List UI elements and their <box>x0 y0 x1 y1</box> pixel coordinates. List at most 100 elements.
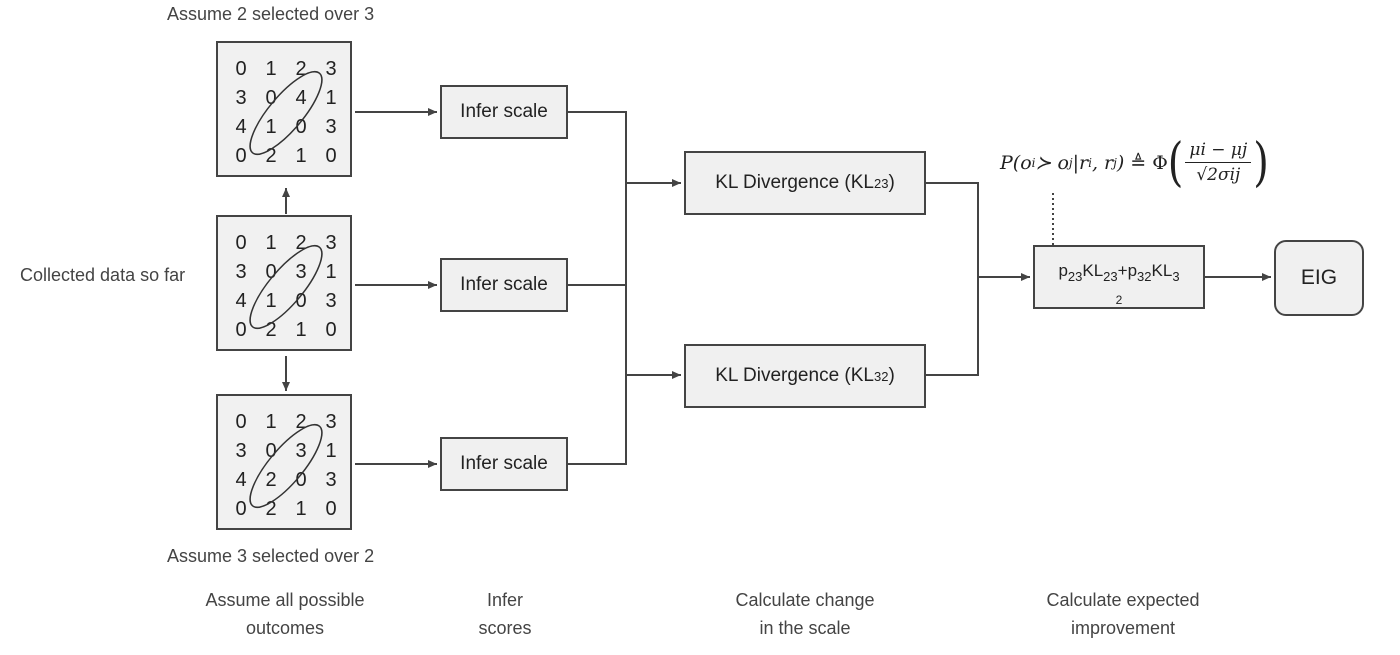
bottom-assumption-label: Assume 3 selected over 2 <box>167 546 375 566</box>
stage-1-caption-line2: outcomes <box>245 618 325 638</box>
matrix-cell: 4 <box>235 116 247 138</box>
sum-kl2: KL <box>1151 261 1173 280</box>
sum-plus: + <box>1117 261 1128 280</box>
matrix-cell: 0 <box>265 440 277 462</box>
matrix-cell: 0 <box>235 498 247 520</box>
matrix-cell: 1 <box>295 145 307 167</box>
matrix-cell: 0 <box>295 290 307 312</box>
formula-succ: ≻ o <box>1035 151 1069 174</box>
formula-numerator: μi − μj <box>1185 140 1252 163</box>
formula-sub-ri: i <box>1088 155 1092 170</box>
top-assumption-label: Assume 2 selected over 3 <box>167 4 375 24</box>
formula-close-paren: ) <box>1253 132 1269 193</box>
kl-prefix: KL Divergence (KL <box>715 172 874 193</box>
matrix-cell: 0 <box>235 232 247 254</box>
formula-denominator: √2σij <box>1196 165 1241 185</box>
matrix-cell: 0 <box>235 411 247 433</box>
sum-p23-sub: 23 <box>1067 269 1083 284</box>
matrix-cell: 3 <box>295 440 307 462</box>
matrix-cell: 0 <box>235 145 247 167</box>
kl-32-subscript: 32 <box>873 368 889 384</box>
matrix-cell: 0 <box>235 319 247 341</box>
matrix-cell: 3 <box>235 440 247 462</box>
matrix-cell: 0 <box>265 261 277 283</box>
matrix-cell: 3 <box>325 58 337 80</box>
matrix-cell: 3 <box>325 232 337 254</box>
matrix-cell: 3 <box>325 411 337 433</box>
matrix-cell: 3 <box>325 469 337 491</box>
formula-sub-rj: j <box>1113 155 1117 170</box>
matrix-cell: 4 <box>235 290 247 312</box>
matrix-cell: 0 <box>295 469 307 491</box>
sum-wrapped-subscript: 2 <box>1115 293 1123 307</box>
matrix-cell: 2 <box>265 469 277 491</box>
matrix-cell: 2 <box>295 58 307 80</box>
collected-data-label: Collected data so far <box>20 265 186 285</box>
formula-fraction: μi − μj √2σij <box>1185 140 1252 185</box>
matrix-cell: 2 <box>295 232 307 254</box>
kl-suffix: ) <box>888 365 895 386</box>
matrix-cell: 0 <box>325 319 337 341</box>
matrix-cell: 1 <box>295 498 307 520</box>
formula-close: ) <box>1116 151 1125 174</box>
formula-sub-i: i <box>1031 155 1036 170</box>
matrix-cell: 1 <box>265 232 277 254</box>
matrix-cell: 0 <box>295 116 307 138</box>
matrix-cell: 2 <box>265 319 277 341</box>
formula-rj: , r <box>1091 151 1114 174</box>
expected-sum-box: p23KL23+p32KL3 2 <box>1033 245 1205 309</box>
infer-scale-box-bottom: Infer scale <box>440 437 568 491</box>
matrix-cell: 0 <box>325 498 337 520</box>
formula-defeq: ≜ <box>1130 151 1147 174</box>
formula-sub-j: j <box>1068 155 1073 170</box>
pair-highlight-ellipse <box>249 244 323 330</box>
matrix-cell: 2 <box>265 145 277 167</box>
matrix-cell: 3 <box>295 261 307 283</box>
matrix-cell: 3 <box>325 290 337 312</box>
pair-highlight-ellipse <box>249 70 323 156</box>
stage-1-caption-line1: Assume all possible <box>205 590 365 610</box>
kl-prefix: KL Divergence (KL <box>715 365 874 386</box>
formula-phi: Φ <box>1152 151 1168 174</box>
matrix-cell: 0 <box>325 145 337 167</box>
sum-expression: p23KL23+p32KL3 <box>1035 261 1203 284</box>
formula-open-paren: ( <box>1167 132 1184 193</box>
kl-23-subscript: 23 <box>873 175 889 191</box>
stage-3-caption-line2: in the scale <box>759 618 851 638</box>
matrix-cell: 2 <box>265 498 277 520</box>
matrix-cell: 3 <box>235 87 247 109</box>
matrix-cell: 1 <box>325 87 337 109</box>
pair-highlight-ellipse <box>249 423 323 509</box>
sum-kl3-sub: 3 <box>1172 269 1180 284</box>
sum-p32-sub: 32 <box>1137 269 1152 284</box>
matrix-cell: 0 <box>265 87 277 109</box>
matrix-cell: 3 <box>235 261 247 283</box>
matrix-cell: 4 <box>295 87 307 109</box>
stage-3-caption-line1: Calculate change <box>735 590 875 610</box>
matrix-cell: 3 <box>325 116 337 138</box>
stage-4-caption-line2: improvement <box>1070 618 1176 638</box>
matrix-cell: 1 <box>265 411 277 433</box>
kl-suffix: ) <box>888 172 895 193</box>
sum-kl23-sub: 23 <box>1103 269 1118 284</box>
stage-2-caption-line2: scores <box>478 618 532 638</box>
matrix-cell: 1 <box>295 319 307 341</box>
stage-4-caption-line1: Calculate expected <box>1046 590 1200 610</box>
matrix-cell: 1 <box>265 58 277 80</box>
bus-lines <box>568 111 627 465</box>
matrix-cell: 0 <box>235 58 247 80</box>
sum-p2: p <box>1127 261 1138 280</box>
matrix-cell: 2 <box>295 411 307 433</box>
stage-2-caption-line1: Infer <box>486 590 524 610</box>
eig-box: EIG <box>1274 240 1364 316</box>
sum-kl1: KL <box>1082 261 1104 280</box>
matrix-cell: 1 <box>325 261 337 283</box>
